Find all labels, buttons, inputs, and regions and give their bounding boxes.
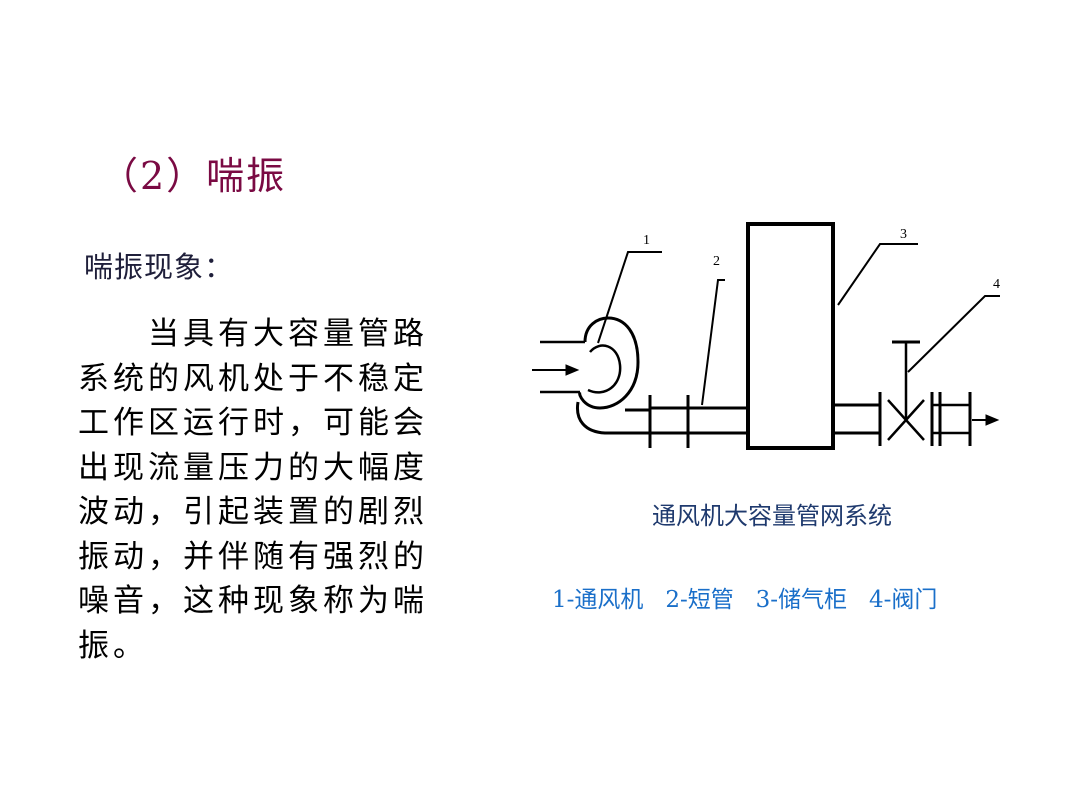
label-4: 4 xyxy=(993,277,1000,292)
section-heading: 喘振现象： xyxy=(84,250,235,284)
page-title: （2）喘振 xyxy=(100,154,287,198)
label-2: 2 xyxy=(713,254,720,269)
diagram-caption: 通风机大容量管网系统 xyxy=(652,502,892,530)
diagram-legend: 1-通风机 2-短管 3-储气柜 4-阀门 xyxy=(552,587,938,613)
label-3: 3 xyxy=(900,227,907,242)
label-1: 1 xyxy=(643,233,650,248)
ventilation-system-diagram: 1 2 3 4 xyxy=(532,222,1000,450)
body-paragraph: 当具有大容量管路系统的风机处于不稳定工作区运行时，可能会出现流量压力的大幅度波动… xyxy=(78,316,428,664)
